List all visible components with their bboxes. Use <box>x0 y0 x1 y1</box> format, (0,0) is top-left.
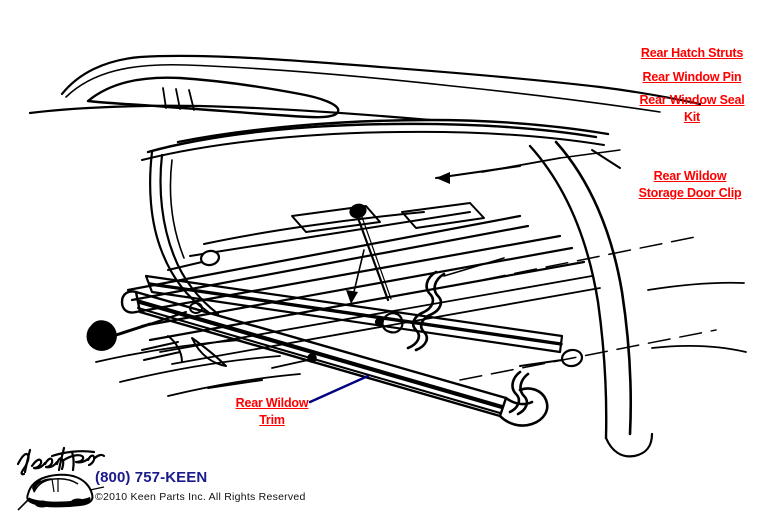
quarter-window-outline <box>86 76 340 119</box>
shelf-upper-edges <box>189 211 471 257</box>
trim-grommet-left <box>199 249 221 267</box>
body-beltline <box>28 104 432 122</box>
callout-rear-window-storage-door-clip: Rear Wildow Storage Door Clip <box>638 169 742 200</box>
trim-upper-rail <box>144 274 564 354</box>
rear-window-pin-part <box>349 203 392 302</box>
c-pillar-outer <box>554 140 633 436</box>
clip-leader-line <box>443 257 505 277</box>
trim-callout-leader <box>308 374 370 404</box>
trim-grommet-left-stem <box>167 261 203 271</box>
callout-rear-window-seal-kit: Rear Window Seal Kit <box>639 93 745 124</box>
phone-number: (800) 757-KEEN <box>95 469 208 486</box>
right-body-hint <box>647 281 747 353</box>
callout-rear-window-pin: Rear Window Pin <box>642 70 742 84</box>
roof-contour-lines <box>60 54 702 106</box>
trim-callout-leader-tail <box>207 379 263 389</box>
callout-rear-hatch-struts: Rear Hatch Struts <box>640 46 744 60</box>
copyright-notice: ©2010 Keen Parts Inc. All Rights Reserve… <box>95 491 306 503</box>
floor-panel-lines <box>95 339 301 397</box>
trim-grommet-mid-stem <box>271 359 309 369</box>
storage-door-clip-part <box>406 270 446 352</box>
strut-ball-stud <box>189 302 203 314</box>
roof-inner-line <box>65 63 661 113</box>
arrowhead-seal <box>436 172 450 184</box>
floor-bracket <box>141 335 183 363</box>
keen-parts-script <box>16 446 106 476</box>
corvette-car-icon <box>17 473 105 511</box>
c-pillar-inner <box>528 144 608 440</box>
callout-rear-window-trim: Rear Wildow Trim <box>235 396 309 427</box>
c-pillar-base <box>604 432 654 458</box>
hatch-strut-part <box>86 311 187 351</box>
storage-door-clip-lower <box>508 370 530 416</box>
trim-left-end <box>120 290 138 314</box>
storage-door-panel-left <box>291 205 381 233</box>
arrowhead-pin <box>346 290 358 304</box>
construction-rays <box>451 235 717 381</box>
footer-branding: (800) 757-KEEN ©2010 Keen Parts Inc. All… <box>0 440 420 518</box>
door-clip-callout-leader <box>591 149 621 169</box>
keen-parts-logo <box>16 446 106 511</box>
header-band-lower <box>141 130 605 161</box>
storage-door-panel-right <box>401 202 485 229</box>
trim-grommet-mid <box>307 353 317 363</box>
header-band-upper <box>146 118 610 154</box>
floor-triangle-detail <box>191 337 227 367</box>
left-pillar-inner <box>169 159 185 259</box>
trim-right-hook <box>498 387 549 427</box>
